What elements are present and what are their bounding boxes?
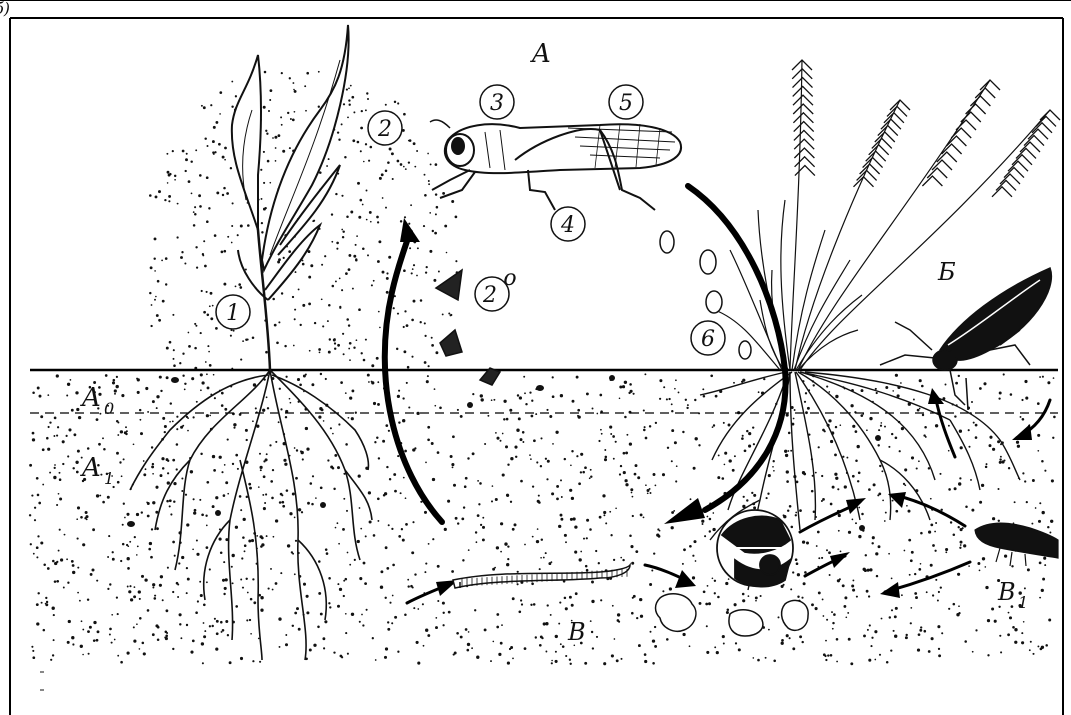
grasshopper [430, 120, 681, 210]
label-A1: A 1 [80, 453, 114, 488]
circled-number-6: 6 [691, 321, 725, 355]
circled-number-1: 1 [216, 295, 250, 329]
circled-number-4: 4 [551, 207, 585, 241]
circled-number-2: 2 [368, 111, 402, 145]
label-A: A [530, 39, 551, 69]
soil-mite [717, 510, 793, 587]
number-4-text: 4 [560, 213, 575, 238]
grass-spikelets [792, 60, 1060, 197]
arrowhead-up-left [400, 218, 420, 242]
number-1-text: 1 [226, 301, 240, 326]
soil-speckle [29, 373, 1056, 665]
number-3-text: 3 [490, 91, 504, 116]
svg-text:1: 1 [104, 469, 114, 488]
circled-number-2-degree: 2 о [475, 266, 517, 311]
svg-text:A: A [80, 383, 101, 413]
corner-glyph: б) [0, 0, 10, 18]
label-V: В [567, 618, 586, 646]
svg-text:1: 1 [1018, 593, 1028, 612]
arrowhead-down-right [664, 498, 705, 524]
number-2b-text: 2 [482, 283, 497, 308]
circled-number-3: 3 [480, 85, 514, 119]
label-A0: A 0 [80, 383, 114, 418]
number-2b-superscript: о [503, 266, 516, 291]
svg-text:0: 0 [104, 399, 114, 418]
circled-number-5: 5 [609, 85, 643, 119]
earthworm [453, 565, 630, 588]
label-B-cyr: Б [937, 258, 956, 286]
number-6-text: 6 [701, 327, 715, 352]
number-5-text: 5 [619, 91, 633, 116]
svg-text:A: A [80, 453, 101, 483]
ground-beetle [880, 268, 1051, 410]
number-2-text: 2 [377, 117, 392, 142]
soil-microorganisms [656, 594, 809, 636]
edge-marks [40, 672, 44, 690]
soil-larva [975, 523, 1058, 566]
svg-text:В: В [997, 578, 1016, 606]
